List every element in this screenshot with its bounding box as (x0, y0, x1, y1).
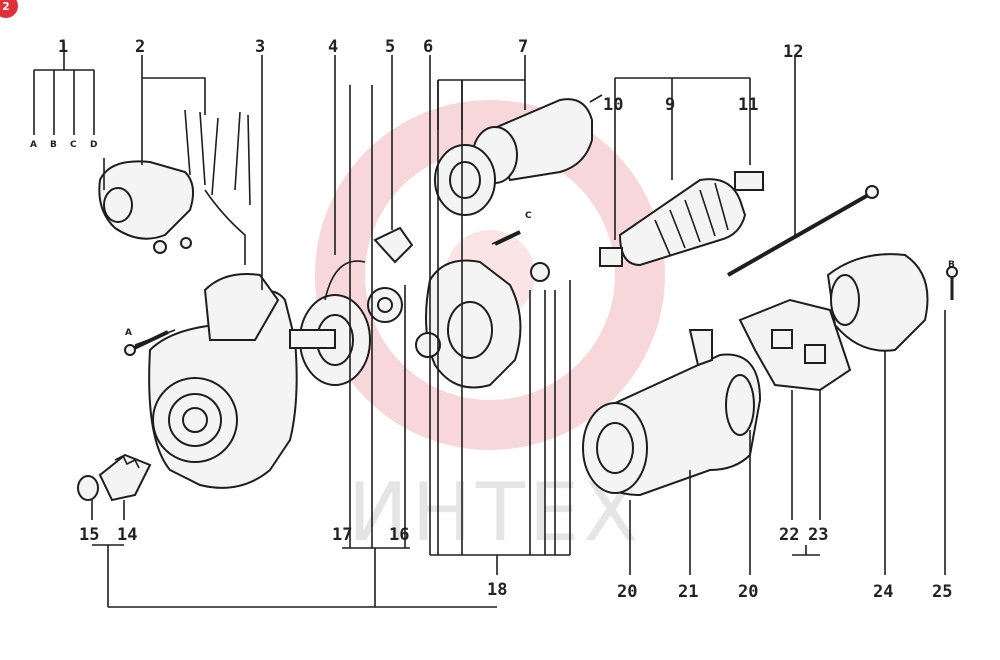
yoke-part (582, 329, 762, 497)
callout-14: 14 (117, 525, 137, 545)
group-letter-b: B (50, 140, 57, 150)
brush-holder-part (738, 298, 852, 392)
callout-6: 6 (423, 37, 433, 57)
callout-12: 12 (783, 42, 803, 62)
bolt-b: B (946, 260, 958, 300)
callout-9: 9 (665, 95, 675, 115)
bolt-a: A (124, 328, 169, 356)
center-bracket-part (415, 231, 550, 389)
page-badge: 2 (0, 0, 18, 18)
through-bolt-part (727, 185, 879, 277)
bolt-c: C (494, 211, 532, 246)
callout-10: 10 (603, 95, 623, 115)
group-letter-d: D (90, 140, 97, 150)
watermark-text: ИНТЕХ (348, 466, 642, 559)
callout-18: 18 (487, 580, 507, 600)
callout-1: 1 (58, 37, 68, 57)
callout-20-right: 20 (738, 582, 758, 602)
callout-5: 5 (385, 37, 395, 57)
callout-16: 16 (389, 525, 409, 545)
group-letter-c: C (70, 140, 77, 150)
callout-3: 3 (255, 37, 265, 57)
group-letters: A B C D (30, 140, 97, 150)
clutch-lever-part (289, 226, 414, 386)
callout-20-left: 20 (617, 582, 637, 602)
callout-7: 7 (518, 37, 528, 57)
bolt-c-letter: C (525, 211, 532, 221)
callout-17: 17 (332, 525, 352, 545)
armature-part (599, 171, 764, 267)
drive-housing-part (134, 273, 298, 489)
solenoid-part (434, 94, 603, 216)
callout-15: 15 (79, 525, 99, 545)
callout-11: 11 (738, 95, 758, 115)
callout-25: 25 (932, 582, 952, 602)
svg-text:2: 2 (2, 0, 10, 13)
bolt-b-letter: B (948, 260, 955, 270)
leader-lines (33, 42, 946, 608)
callout-2: 2 (135, 37, 145, 57)
callout-24: 24 (873, 582, 893, 602)
terminal-assembly-part (98, 109, 251, 265)
callout-4: 4 (328, 37, 338, 57)
callout-22: 22 (779, 525, 799, 545)
rear-cover-part (826, 253, 929, 352)
callout-23: 23 (808, 525, 828, 545)
callout-labels: 1 2 3 4 5 6 7 10 9 11 12 15 14 17 16 18 … (58, 37, 952, 602)
callout-21: 21 (678, 582, 698, 602)
pinion-stop-part (77, 453, 152, 502)
bolt-a-letter: A (125, 328, 132, 338)
group-letter-a: A (30, 140, 37, 150)
